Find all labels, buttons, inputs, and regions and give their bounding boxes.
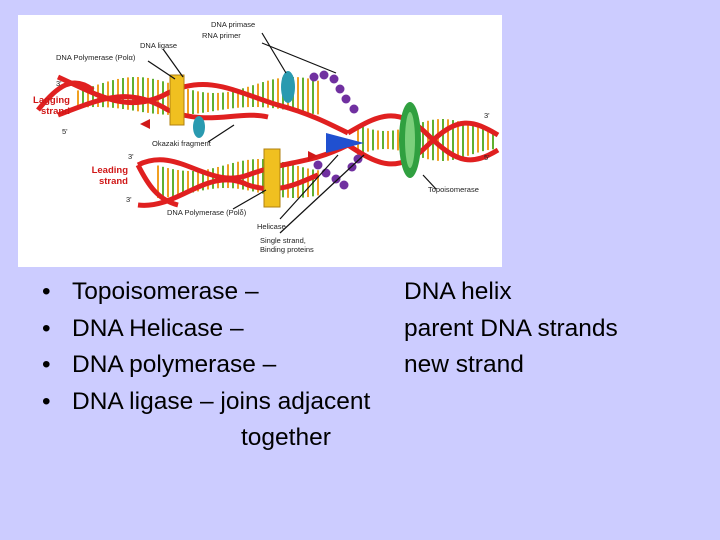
bullet-list: • Topoisomerase – DNA helix • DNA Helica… xyxy=(42,278,712,461)
bullet-glyph: • xyxy=(42,351,51,378)
label-rna-primer: RNA primer xyxy=(202,31,241,40)
bullet-right-text: new strand xyxy=(404,351,524,378)
dna-replication-figure: DNA primase RNA primer DNA ligase DNA Po… xyxy=(18,15,502,267)
leading-parent-strand xyxy=(136,142,350,181)
label-five-prime-left: 5' xyxy=(62,127,68,136)
polymerase-alpha-box xyxy=(169,74,185,126)
label-okazaki-fragment: Okazaki fragment xyxy=(152,139,211,148)
dna-ligase-oval xyxy=(193,116,205,138)
bullet-continuation-text: together xyxy=(241,424,331,451)
bullet-right-text: parent DNA strands xyxy=(404,314,618,342)
pointer-lines xyxy=(147,32,437,234)
label-leading-strand: Leading strand xyxy=(91,165,128,187)
leading-direction-arrow xyxy=(308,151,318,161)
ssb-protein-dot xyxy=(335,84,345,94)
bullet-glyph: • xyxy=(42,314,51,342)
parent-helix-strand-a xyxy=(346,113,500,163)
bullet-text: DNA polymerase – xyxy=(72,351,277,378)
ligase-pointer xyxy=(162,48,184,78)
helicase-wedge xyxy=(326,133,364,153)
label-three-prime-bottom: 3' xyxy=(126,195,132,204)
label-three-prime-mid: 3' xyxy=(128,152,134,161)
lagging-direction-arrow xyxy=(140,119,150,129)
okazaki-pointer xyxy=(207,124,235,143)
bullet-item-polymerase: • DNA polymerase – new strand xyxy=(42,351,712,388)
ssb-protein-dot xyxy=(309,72,319,82)
primer-pointer xyxy=(261,42,337,74)
ssb-protein-dot xyxy=(331,174,341,184)
topoisomerase-highlight xyxy=(405,112,415,168)
ssb-pointer xyxy=(279,154,365,234)
bullet-text: DNA Helicase – xyxy=(72,314,244,342)
bullet-text: DNA ligase – joins adjacent xyxy=(72,387,371,415)
parent-helix-strand-b xyxy=(346,120,500,167)
label-helicase: Helicase xyxy=(257,222,286,231)
ssb-protein-dot xyxy=(349,104,359,114)
label-lagging-strand: Lagging strand xyxy=(33,95,70,117)
bullet-text: Topoisomerase – xyxy=(72,278,259,305)
ssb-protein-dot xyxy=(319,70,329,80)
ssb-protein-dot xyxy=(353,154,363,164)
ssb-protein-dot xyxy=(341,94,351,104)
bullet-item-helicase: • DNA Helicase – parent DNA strands xyxy=(42,315,712,352)
bullet-item-ligase: • DNA ligase – joins adjacent xyxy=(42,388,712,425)
bullet-glyph: • xyxy=(42,387,51,415)
helicase-pointer xyxy=(279,154,339,220)
polymerase-delta-pointer xyxy=(232,189,267,210)
ssb-proteins xyxy=(309,70,363,190)
bullet-continuation-row: together xyxy=(42,424,712,461)
replication-fork-illustration xyxy=(36,32,500,234)
label-topoisomerase: Topoisomerase xyxy=(428,185,479,194)
polymerase-delta-box xyxy=(263,148,281,208)
primase-pointer xyxy=(261,32,287,74)
bullet-glyph: • xyxy=(42,278,51,305)
label-polymerase-delta: DNA Polymerase (Polδ) xyxy=(167,208,247,217)
bullet-right-text: DNA helix xyxy=(404,278,512,305)
ssb-protein-dot xyxy=(329,74,339,84)
label-three-prime-top: 3' xyxy=(56,79,62,88)
dna-primase-oval xyxy=(281,71,295,103)
polymerase-alpha-pointer xyxy=(147,60,176,80)
label-three-prime-right: 3' xyxy=(484,111,490,120)
label-dna-primase: DNA primase xyxy=(211,20,256,29)
topoisomerase-pointer xyxy=(422,174,437,190)
lagging-helix-ribbon xyxy=(36,80,95,112)
ssb-protein-dot xyxy=(321,168,331,178)
label-polymerase-alpha: DNA Polymerase (Polα) xyxy=(56,53,136,62)
lagging-new-strand-top xyxy=(57,94,269,121)
bullet-item-topoisomerase: • Topoisomerase – DNA helix xyxy=(42,278,712,315)
label-five-prime-right: 5' xyxy=(484,153,490,162)
leading-helix-ribbon xyxy=(135,163,179,208)
label-ssb: Single strand, Binding proteins xyxy=(260,236,314,254)
label-dna-ligase: DNA ligase xyxy=(140,41,178,50)
ssb-protein-dot xyxy=(313,160,323,170)
ssb-protein-dot xyxy=(339,180,349,190)
